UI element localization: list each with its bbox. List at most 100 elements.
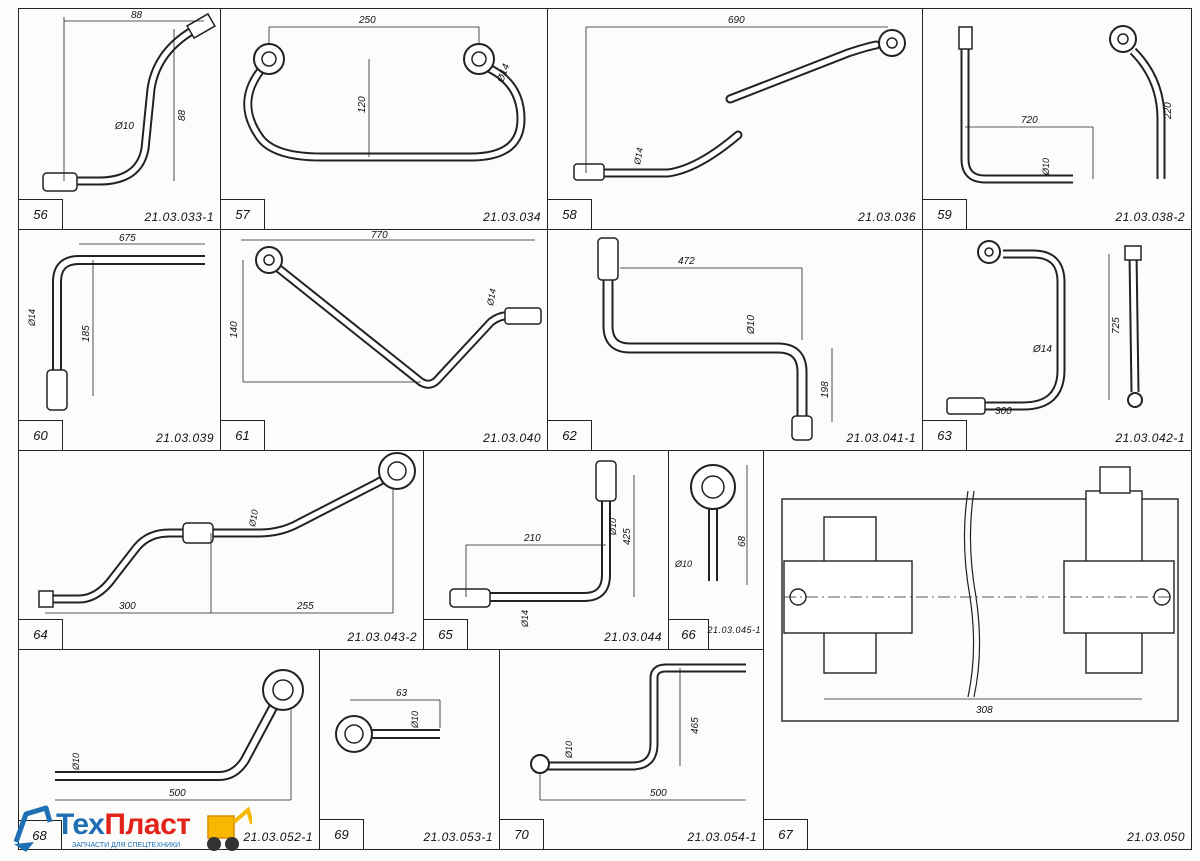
part-code-59: 21.03.038-2 <box>1115 210 1185 224</box>
dim-62-c: Ø10 <box>746 315 757 335</box>
cell-part-59: 720 220 Ø10 59 21.03.038-2 <box>922 8 1192 230</box>
part-number-64: 64 <box>19 619 63 649</box>
cell-part-64: 300 255 Ø10 64 21.03.043-2 <box>18 450 424 650</box>
cell-part-58: 690 Ø14 58 21.03.036 <box>547 8 923 230</box>
part-code-61: 21.03.040 <box>483 431 541 445</box>
dim-62-b: 198 <box>820 381 831 398</box>
cell-part-57: 250 120 Ø14 57 21.03.034 <box>220 8 548 230</box>
dim-66-a: 68 <box>737 535 748 547</box>
part-number-65: 65 <box>424 619 468 649</box>
part-code-62: 21.03.041-1 <box>846 431 916 445</box>
dim-67-a: 308 <box>976 705 993 716</box>
tube-drawing-67: 308 <box>781 466 1179 722</box>
dim-63-a: 725 <box>1111 317 1122 334</box>
dim-70-c: Ø10 <box>564 741 574 759</box>
dim-69-b: Ø10 <box>410 711 420 729</box>
dim-68-b: Ø10 <box>71 753 81 771</box>
dim-65-d: Ø14 <box>520 610 530 628</box>
part-number-61: 61 <box>221 420 265 450</box>
part-code-60: 21.03.039 <box>156 431 214 445</box>
tube-drawing-60: 675 185 Ø14 <box>27 233 205 411</box>
dim-70-b: 465 <box>690 717 701 734</box>
dim-59-c: Ø10 <box>1041 158 1051 176</box>
dim-57-a: 250 <box>358 15 376 26</box>
cell-part-63: 725 300 Ø14 63 21.03.042-1 <box>922 229 1192 451</box>
part-number-57: 57 <box>221 199 265 229</box>
part-number-69: 69 <box>320 819 364 849</box>
brand-logo <box>13 805 252 852</box>
dim-64-b: 255 <box>296 601 314 612</box>
part-number-68: 68 <box>18 820 62 850</box>
brand-name: ТехПласт <box>56 808 191 842</box>
dim-64-c: Ø10 <box>247 509 260 528</box>
part-code-63: 21.03.042-1 <box>1115 431 1185 445</box>
dim-56-b: 88 <box>177 109 188 121</box>
part-number-63: 63 <box>923 420 967 450</box>
part-code-69: 21.03.053-1 <box>423 830 493 844</box>
dim-60-a: 675 <box>119 233 136 244</box>
dim-70-a: 500 <box>650 788 667 799</box>
tube-drawing-63: 725 300 Ø14 <box>946 240 1143 417</box>
dim-63-c: Ø14 <box>1032 344 1052 355</box>
tube-drawing-58: 690 Ø14 <box>573 15 906 181</box>
part-number-60: 60 <box>19 420 63 450</box>
dim-62-a: 472 <box>678 256 695 267</box>
part-code-58: 21.03.036 <box>858 210 916 224</box>
part-code-68: 21.03.052-1 <box>243 830 313 844</box>
excavator-icon <box>13 805 53 852</box>
part-code-65: 21.03.044 <box>604 630 662 644</box>
tube-drawing-65: 210 425 Ø10 Ø14 <box>449 460 635 628</box>
dim-65-a: 210 <box>523 533 541 544</box>
dim-61-b: 140 <box>229 321 240 338</box>
part-number-66: 66 <box>669 619 709 649</box>
cell-part-60: 675 185 Ø14 60 21.03.039 <box>18 229 221 451</box>
part-number-58: 58 <box>548 199 592 229</box>
tube-drawing-70: 500 465 Ø10 <box>530 663 746 801</box>
brand-tagline: ЗАПЧАСТИ ДЛЯ СПЕЦТЕХНИКИ <box>72 842 181 849</box>
part-code-70: 21.03.054-1 <box>687 830 757 844</box>
dim-59-b: 220 <box>1163 102 1174 120</box>
dim-68-a: 500 <box>169 788 186 799</box>
part-number-56: 56 <box>19 199 63 229</box>
tube-drawing-69: 63 Ø10 <box>335 688 441 753</box>
part-code-64: 21.03.043-2 <box>347 630 417 644</box>
cell-part-56: 88 88 Ø10 56 21.03.033-1 <box>18 8 221 230</box>
dim-56-a: 88 <box>131 10 143 21</box>
dim-60-c: Ø14 <box>27 309 37 327</box>
dim-65-c: Ø10 <box>608 518 618 536</box>
part-code-67: 21.03.050 <box>1127 830 1185 844</box>
tube-drawing-61: 770 140 Ø14 <box>229 230 542 389</box>
tube-drawing-57: 250 120 Ø14 <box>243 15 526 162</box>
dim-64-a: 300 <box>119 601 136 612</box>
tube-drawing-62: 472 198 Ø10 <box>597 237 833 441</box>
tube-drawing-64: 300 255 Ø10 <box>38 452 416 614</box>
loader-icon <box>207 806 252 851</box>
dim-59-a: 720 <box>1021 115 1038 126</box>
part-number-62: 62 <box>548 420 592 450</box>
dim-66-b: Ø10 <box>674 559 692 569</box>
part-code-66: 21.03.045-1 <box>707 625 761 635</box>
brand-name-part-b: Пласт <box>104 808 191 841</box>
dim-60-b: 185 <box>81 325 92 342</box>
tube-drawing-56: 88 88 Ø10 <box>42 10 216 192</box>
part-number-67: 67 <box>764 819 808 849</box>
cell-part-61: 770 140 Ø14 61 21.03.040 <box>220 229 548 451</box>
part-number-70: 70 <box>500 819 544 849</box>
dim-61-c: Ø14 <box>485 288 498 307</box>
dim-58-a: 690 <box>728 15 745 26</box>
tube-drawing-68: 500 Ø10 <box>55 669 304 801</box>
cell-part-66: 68 Ø10 66 21.03.045-1 <box>668 450 764 650</box>
cell-part-69: 63 Ø10 69 21.03.053-1 <box>319 649 500 850</box>
cell-part-62: 472 198 Ø10 62 21.03.041-1 <box>547 229 923 451</box>
dim-56-c: Ø10 <box>114 121 134 132</box>
dim-69-a: 63 <box>396 688 408 699</box>
dim-61-a: 770 <box>371 230 388 241</box>
part-code-56: 21.03.033-1 <box>144 210 214 224</box>
dim-63-b: 300 <box>995 406 1012 417</box>
cell-part-70: 500 465 Ø10 70 21.03.054-1 <box>499 649 764 850</box>
tube-drawing-66: 68 Ø10 <box>674 464 748 585</box>
cell-part-65: 210 425 Ø10 Ø14 65 21.03.044 <box>423 450 669 650</box>
brand-name-part-a: Тех <box>56 808 105 841</box>
dim-57-b: 120 <box>357 96 368 113</box>
